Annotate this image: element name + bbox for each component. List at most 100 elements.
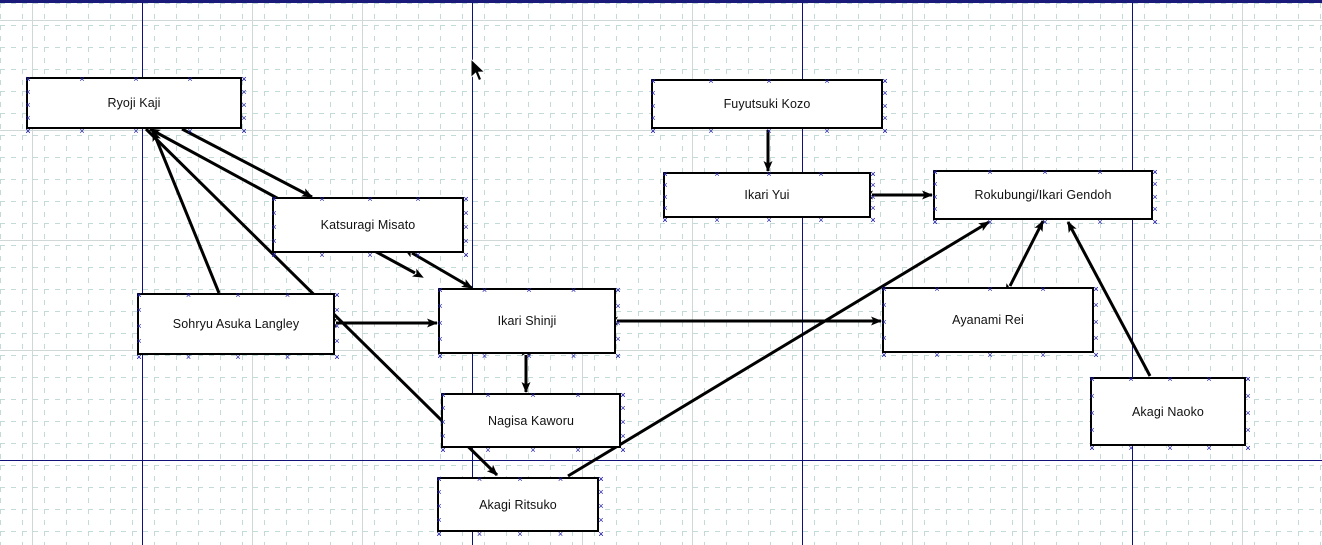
selection-handle[interactable]: × — [437, 334, 443, 344]
selection-handle[interactable]: × — [463, 235, 469, 246]
selection-handle[interactable]: × — [271, 221, 277, 232]
selection-handle[interactable]: × — [1245, 425, 1251, 436]
selection-handle[interactable]: × — [133, 125, 139, 136]
selection-handle[interactable]: × — [485, 444, 491, 455]
selection-handle[interactable]: × — [440, 444, 446, 455]
selection-handle[interactable]: × — [766, 168, 772, 179]
selection-handle[interactable]: × — [598, 514, 604, 525]
node-ayanami-rei[interactable]: Ayanami Rei×××××××××××××××××××× — [881, 284, 1098, 359]
selection-handle[interactable]: × — [463, 193, 469, 204]
selection-handle[interactable]: × — [1089, 390, 1095, 401]
node-akagi-ritsuko[interactable]: Akagi Ritsuko×××××××××××××××××××× — [436, 473, 603, 538]
selection-handle[interactable]: × — [824, 75, 830, 86]
selection-handle[interactable]: × — [185, 289, 192, 300]
selection-handle[interactable]: × — [1206, 373, 1212, 384]
selection-handle[interactable]: × — [870, 168, 876, 179]
selection-handle[interactable]: × — [136, 351, 142, 362]
selection-handle[interactable]: × — [615, 301, 621, 311]
selection-handle[interactable]: × — [185, 351, 192, 362]
selection-handle[interactable]: × — [598, 528, 604, 539]
selection-handle[interactable]: × — [557, 528, 564, 539]
selection-handle[interactable]: × — [334, 305, 340, 315]
selection-handle[interactable]: × — [334, 320, 340, 331]
selection-handle[interactable]: × — [436, 501, 442, 511]
selection-handle[interactable]: × — [235, 289, 241, 300]
selection-handle[interactable]: × — [818, 168, 824, 179]
selection-handle[interactable]: × — [1152, 204, 1158, 214]
selection-handle[interactable]: × — [1042, 166, 1048, 177]
selection-handle[interactable]: × — [662, 168, 668, 179]
selection-handle[interactable]: × — [271, 207, 277, 218]
selection-handle[interactable]: × — [463, 249, 469, 260]
selection-handle[interactable]: × — [284, 289, 291, 300]
selection-handle[interactable]: × — [987, 216, 993, 227]
selection-handle[interactable]: × — [934, 349, 940, 360]
selection-handle[interactable]: × — [662, 168, 668, 179]
selection-handle[interactable]: × — [25, 86, 31, 97]
selection-handle[interactable]: × — [615, 284, 621, 295]
selection-handle[interactable]: × — [136, 336, 142, 346]
selection-handle[interactable]: × — [133, 73, 139, 84]
selection-handle[interactable]: × — [882, 125, 888, 136]
selection-handle[interactable]: × — [615, 284, 621, 295]
node-ryoji-kaji[interactable]: Ryoji Kaji×××××××××××××××××××× — [25, 73, 246, 135]
selection-handle[interactable]: × — [1093, 283, 1099, 294]
selection-handle[interactable]: × — [1093, 316, 1099, 327]
edge-rei-gendoh[interactable] — [1005, 220, 1045, 295]
selection-handle[interactable]: × — [79, 73, 85, 84]
selection-handle[interactable]: × — [662, 203, 668, 213]
selection-handle[interactable]: × — [1245, 390, 1251, 401]
selection-handle[interactable]: × — [882, 125, 888, 136]
selection-handle[interactable]: × — [598, 473, 604, 484]
selection-handle[interactable]: × — [870, 214, 876, 225]
node-akagi-naoko[interactable]: Akagi Naoko×××××××××××××××××××× — [1089, 373, 1250, 452]
selection-handle[interactable]: × — [1089, 425, 1095, 436]
selection-handle[interactable]: × — [437, 350, 443, 361]
selection-handle[interactable]: × — [437, 284, 443, 295]
selection-handle[interactable]: × — [1245, 373, 1251, 384]
selection-handle[interactable]: × — [235, 351, 241, 362]
selection-handle[interactable]: × — [932, 179, 938, 189]
selection-handle[interactable]: × — [436, 473, 442, 484]
selection-handle[interactable]: × — [476, 473, 483, 484]
node-katsuragi-misato[interactable]: Katsuragi Misato×××××××××××××××××××× — [271, 194, 468, 259]
selection-handle[interactable]: × — [187, 73, 193, 84]
selection-handle[interactable]: × — [241, 86, 247, 97]
selection-handle[interactable]: × — [650, 88, 656, 98]
selection-handle[interactable]: × — [620, 444, 626, 455]
selection-handle[interactable]: × — [136, 289, 142, 300]
selection-handle[interactable]: × — [932, 204, 938, 214]
selection-handle[interactable]: × — [334, 336, 340, 346]
selection-handle[interactable]: × — [615, 317, 621, 328]
selection-handle[interactable]: × — [463, 221, 469, 232]
selection-handle[interactable]: × — [1167, 373, 1173, 384]
selection-handle[interactable]: × — [440, 444, 446, 455]
selection-handle[interactable]: × — [932, 216, 938, 227]
selection-handle[interactable]: × — [882, 88, 888, 98]
selection-handle[interactable]: × — [1097, 216, 1103, 227]
selection-handle[interactable]: × — [598, 528, 604, 539]
selection-handle[interactable]: × — [436, 473, 442, 484]
selection-handle[interactable]: × — [1093, 333, 1099, 343]
selection-handle[interactable]: × — [530, 389, 536, 400]
selection-handle[interactable]: × — [575, 444, 581, 455]
selection-handle[interactable]: × — [440, 389, 446, 400]
selection-handle[interactable]: × — [881, 349, 887, 360]
selection-handle[interactable]: × — [1040, 349, 1046, 360]
selection-handle[interactable]: × — [870, 191, 876, 202]
selection-handle[interactable]: × — [620, 403, 626, 414]
selection-handle[interactable]: × — [440, 389, 446, 400]
node-fuyutsuki-kozo[interactable]: Fuyutsuki Kozo×××××××××××××××××××× — [650, 75, 887, 135]
selection-handle[interactable]: × — [650, 75, 656, 86]
selection-handle[interactable]: × — [1089, 373, 1095, 384]
selection-handle[interactable]: × — [714, 168, 720, 179]
selection-handle[interactable]: × — [241, 112, 247, 123]
selection-handle[interactable]: × — [526, 284, 532, 295]
selection-handle[interactable]: × — [708, 125, 714, 136]
selection-handle[interactable]: × — [437, 301, 443, 311]
selection-handle[interactable]: × — [1245, 373, 1251, 384]
selection-handle[interactable]: × — [241, 73, 247, 84]
selection-handle[interactable]: × — [620, 430, 626, 441]
selection-handle[interactable]: × — [1089, 408, 1095, 418]
